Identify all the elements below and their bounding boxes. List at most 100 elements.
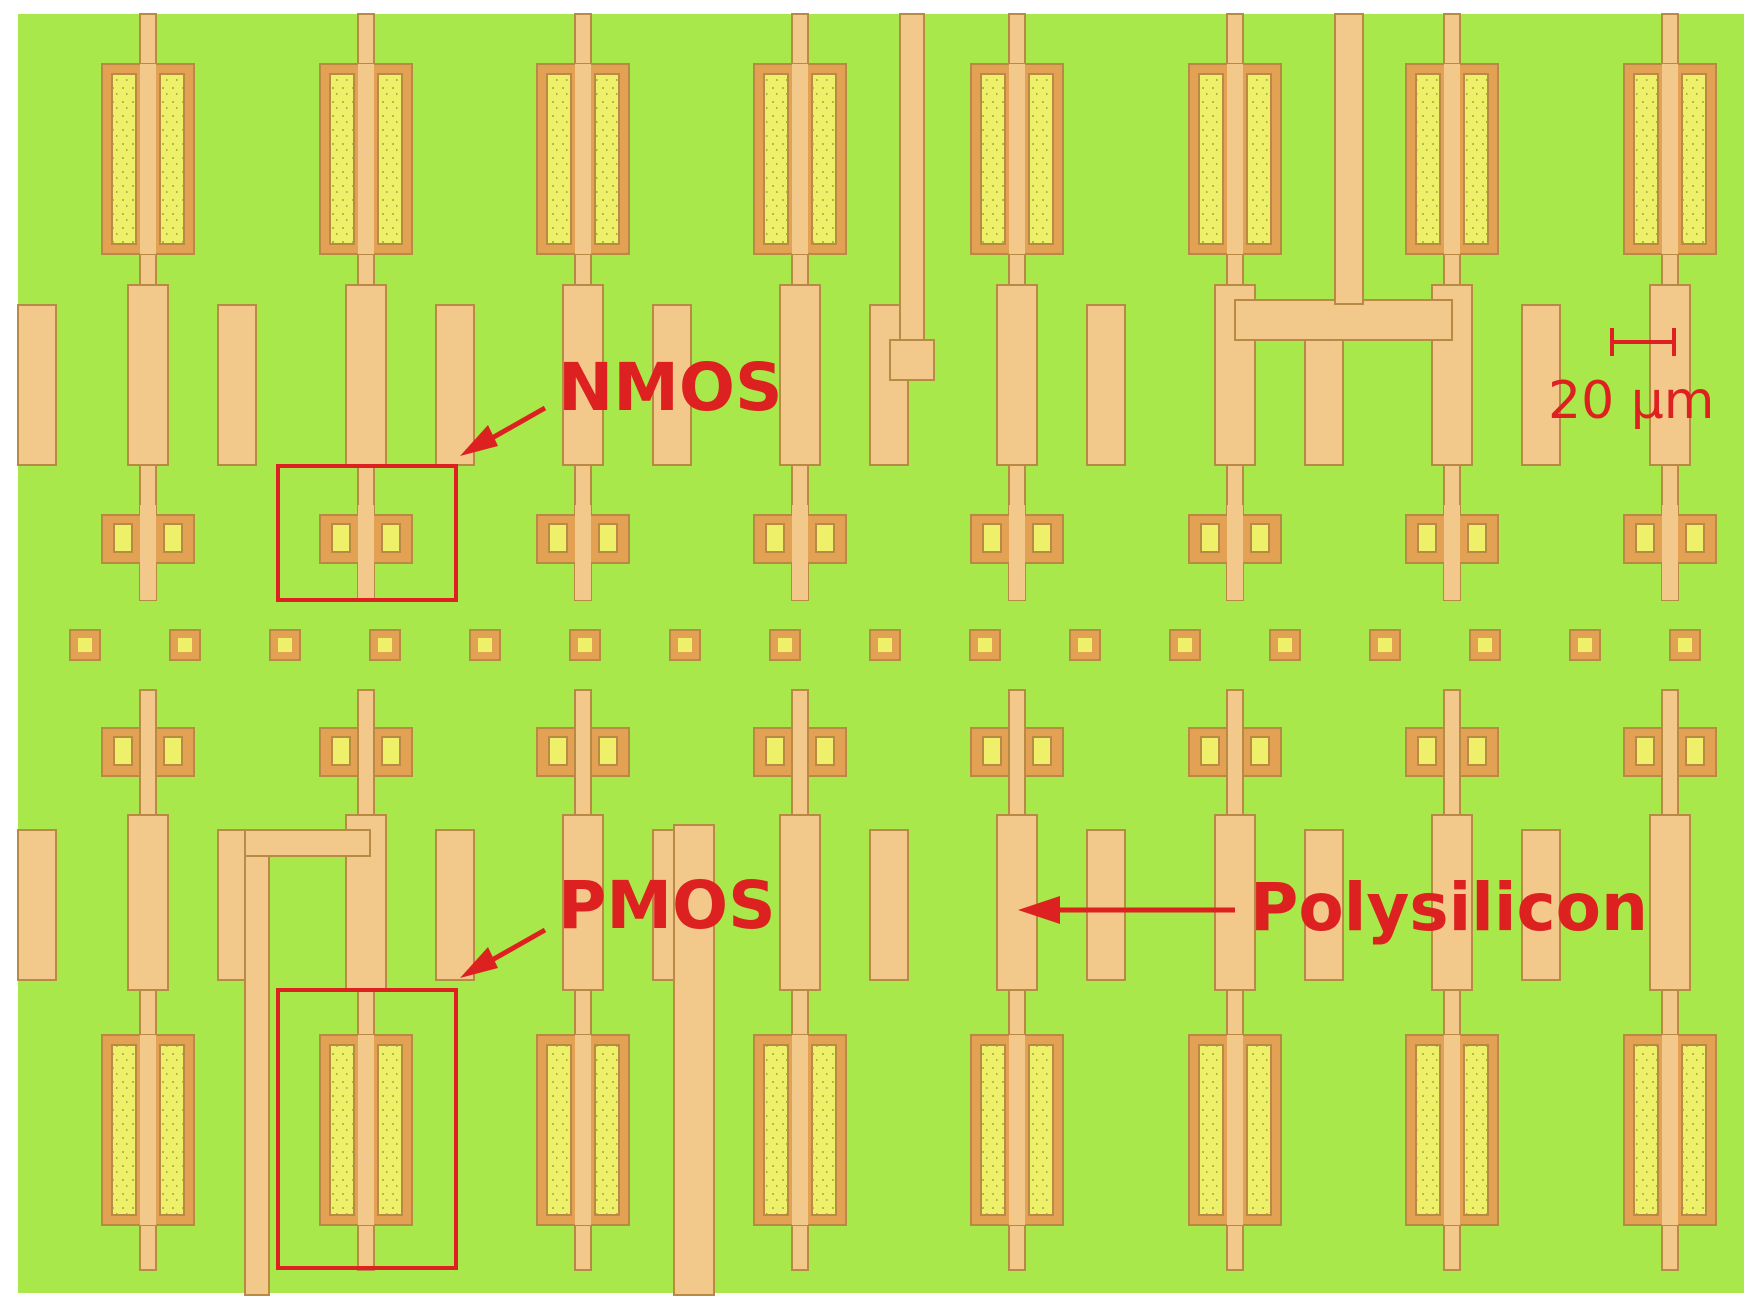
via-square-inner: [778, 638, 792, 652]
poly-over-diffusion-bottom: [140, 1035, 156, 1225]
annotation-overlay: [276, 464, 458, 1270]
nmos-contact-right: [815, 523, 835, 553]
poly-over-diffusion-top: [1227, 64, 1243, 254]
poly-over-diffusion-bottom: [1444, 1035, 1460, 1225]
scale-bar: [1610, 328, 1676, 356]
side-rail-upper: [217, 304, 257, 466]
pmos-contact-left: [1635, 736, 1655, 766]
via-square: [169, 629, 201, 661]
contact-strip-top-left: [980, 73, 1006, 245]
contact-strip-bottom-right: [1028, 1044, 1054, 1216]
pmos-contact-right: [1032, 736, 1052, 766]
nmos-contact-right: [1467, 523, 1487, 553]
pmos-contact-right: [1467, 736, 1487, 766]
pmos-contact-left: [548, 736, 568, 766]
via-square-inner: [1678, 638, 1692, 652]
via-square-inner: [678, 638, 692, 652]
poly-loop-top: [244, 829, 371, 857]
poly-pad-upper: [996, 284, 1038, 466]
poly-loop-left: [244, 829, 270, 1296]
poly-over-nmos: [1444, 505, 1460, 600]
pmos-contact-left: [331, 736, 351, 766]
pmos-contact-right: [1685, 736, 1705, 766]
nmos-contact-left: [548, 523, 568, 553]
poly-pad-lower: [779, 814, 821, 991]
poly-over-nmos: [575, 505, 591, 600]
contact-strip-top-right: [1246, 73, 1272, 245]
side-rail-lower: [1521, 829, 1561, 981]
poly-pad-lower: [1649, 814, 1691, 991]
poly-over-nmos: [1662, 505, 1678, 600]
side-rail-lower: [1304, 829, 1344, 981]
pmos-contact-right: [598, 736, 618, 766]
nmos-contact-right: [381, 523, 401, 553]
polysilicon-arrowhead: [1018, 896, 1060, 924]
poly-pad-lower: [996, 814, 1038, 991]
pmos-label: PMOS: [558, 867, 776, 944]
nmos-highlight-box: [276, 464, 458, 602]
poly-over-nmos: [358, 505, 374, 600]
contact-strip-top-right: [377, 73, 403, 245]
side-rail-lower: [435, 829, 475, 981]
contact-strip-bottom-left: [1633, 1044, 1659, 1216]
contact-strip-bottom-right: [1246, 1044, 1272, 1216]
poly-pad-upper: [345, 284, 387, 466]
poly-over-nmos: [1009, 505, 1025, 600]
contact-strip-top-left: [1633, 73, 1659, 245]
nmos-contact-left: [982, 523, 1002, 553]
via-square-inner: [978, 638, 992, 652]
via-square-inner: [478, 638, 492, 652]
via-square-inner: [378, 638, 392, 652]
poly-over-diffusion-bottom: [358, 1035, 374, 1225]
contact-strip-top-left: [111, 73, 137, 245]
via-square-inner: [78, 638, 92, 652]
pmos-contact-left: [113, 736, 133, 766]
via-square-inner: [1378, 638, 1392, 652]
poly-over-diffusion-top: [1662, 64, 1678, 254]
contact-strip-bottom-left: [980, 1044, 1006, 1216]
nmos-contact-left: [331, 523, 351, 553]
via-square: [1269, 629, 1301, 661]
poly-over-diffusion-top: [1009, 64, 1025, 254]
pmos-contact-right: [1250, 736, 1270, 766]
poly-pad-lower: [1431, 814, 1473, 991]
contact-strip-bottom-left: [111, 1044, 137, 1216]
via-square-inner: [1278, 638, 1292, 652]
poly-over-diffusion-top: [575, 64, 591, 254]
poly-bridge: [1234, 299, 1453, 341]
contact-strip-top-left: [546, 73, 572, 245]
contact-strip-top-left: [1198, 73, 1224, 245]
via-square: [869, 629, 901, 661]
pmos-contact-left: [765, 736, 785, 766]
nmos-label: NMOS: [558, 349, 783, 426]
pmos-contact-left: [1417, 736, 1437, 766]
edge-rail-lower: [17, 829, 57, 981]
side-rail-upper: [1521, 304, 1561, 466]
nmos-contact-right: [1250, 523, 1270, 553]
contact-strip-top-right: [811, 73, 837, 245]
via-square-inner: [278, 638, 292, 652]
side-rail-upper: [652, 304, 692, 466]
contact-strip-bottom-right: [811, 1044, 837, 1216]
poly-over-diffusion-bottom: [1227, 1035, 1243, 1225]
nmos-contact-right: [598, 523, 618, 553]
poly-pad-upper: [1649, 284, 1691, 466]
poly-lower-stem: [673, 824, 715, 1296]
poly-pad-upper: [562, 284, 604, 466]
scale-bar-label: 20 μm: [1548, 371, 1714, 431]
pmos-highlight-box: [276, 988, 458, 1270]
poly-bridge-stem: [1334, 13, 1364, 305]
via-square-inner: [578, 638, 592, 652]
poly-isolated-stem: [899, 13, 925, 370]
nmos-contact-right: [163, 523, 183, 553]
contact-strip-bottom-right: [1681, 1044, 1707, 1216]
side-rail-lower: [869, 829, 909, 981]
poly-over-nmos: [792, 505, 808, 600]
contact-strip-top-right: [1028, 73, 1054, 245]
poly-pad-upper: [127, 284, 169, 466]
nmos-contact-left: [1417, 523, 1437, 553]
poly-isolated-pad: [889, 339, 935, 381]
nmos-contact-right: [1685, 523, 1705, 553]
poly-over-diffusion-top: [140, 64, 156, 254]
